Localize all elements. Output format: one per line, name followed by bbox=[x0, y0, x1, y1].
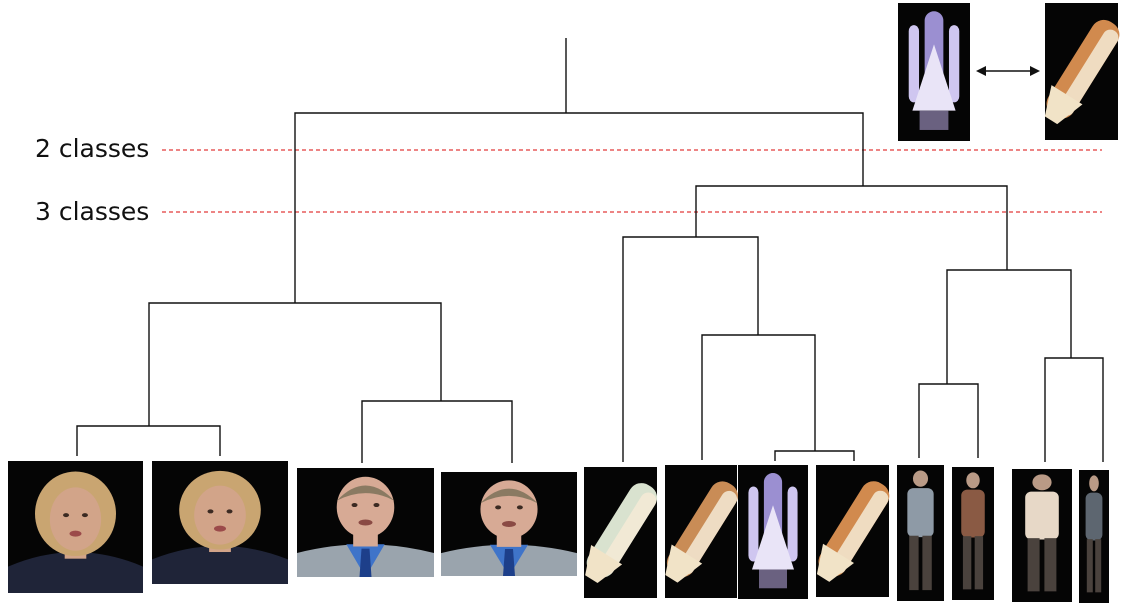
two-classes-label: 2 classes bbox=[35, 134, 149, 163]
shuttle-body bbox=[585, 483, 658, 584]
orbiter-shape bbox=[816, 543, 854, 582]
booster-shape bbox=[678, 490, 737, 575]
orbiter-shape bbox=[1044, 85, 1083, 125]
torso-shape bbox=[1025, 491, 1059, 540]
tie-shape bbox=[503, 548, 515, 576]
face-shape bbox=[194, 485, 246, 545]
inset-comparison bbox=[898, 3, 1120, 141]
head-shape bbox=[1032, 474, 1052, 491]
mouth-shape bbox=[69, 530, 82, 537]
leaf-thumbnail bbox=[1012, 469, 1072, 602]
head-shape bbox=[1089, 475, 1099, 492]
orbiter-shape bbox=[665, 544, 703, 583]
eye-shape bbox=[516, 505, 523, 510]
tie-shape bbox=[359, 548, 372, 577]
head-shape bbox=[966, 472, 980, 489]
tree-link bbox=[294, 112, 864, 303]
face-shape bbox=[49, 487, 102, 551]
jacket-shape bbox=[8, 552, 143, 593]
leg-shape bbox=[909, 535, 919, 591]
tree-link bbox=[622, 236, 759, 462]
jacket-shape bbox=[152, 545, 288, 584]
torso-shape bbox=[961, 489, 985, 538]
tree-link bbox=[1044, 357, 1104, 462]
eye-shape bbox=[373, 503, 380, 508]
tree-link bbox=[695, 185, 1008, 270]
leg-shape bbox=[1095, 539, 1102, 593]
leaf-thumbnail bbox=[584, 467, 658, 598]
leaf-thumbnail bbox=[665, 465, 738, 598]
booster-shape bbox=[748, 486, 759, 562]
tree-link bbox=[361, 400, 513, 463]
torso-shape bbox=[907, 488, 934, 538]
leg-shape bbox=[1027, 538, 1040, 592]
eye-shape bbox=[63, 513, 70, 518]
class-cut-lines bbox=[162, 149, 1102, 213]
tree-link bbox=[774, 450, 855, 461]
leg-shape bbox=[962, 536, 972, 590]
leaf-thumbnail bbox=[152, 461, 288, 584]
leaf-thumbnail bbox=[297, 468, 434, 577]
mouth-shape bbox=[502, 521, 516, 527]
tree-link bbox=[76, 425, 221, 456]
booster-shape bbox=[598, 492, 657, 575]
eye-shape bbox=[81, 513, 88, 518]
leg-shape bbox=[1044, 538, 1057, 592]
leg-shape bbox=[1086, 539, 1093, 593]
eye-shape bbox=[207, 509, 214, 514]
leg-shape bbox=[922, 535, 932, 591]
eye-shape bbox=[495, 505, 502, 510]
leaf-thumbnail bbox=[1079, 470, 1109, 603]
booster-shape bbox=[830, 490, 889, 574]
booster-shape bbox=[1058, 29, 1119, 116]
engine-shape bbox=[759, 569, 787, 589]
hair-shape bbox=[336, 485, 395, 501]
dendrogram-tree bbox=[76, 38, 1104, 463]
leaf-thumbnail bbox=[952, 467, 994, 600]
eye-shape bbox=[351, 503, 358, 508]
orbiter-shape bbox=[585, 545, 623, 584]
hair-shape bbox=[480, 488, 538, 504]
head-shape bbox=[912, 470, 929, 487]
orbiter-shape bbox=[752, 505, 794, 570]
booster-shape bbox=[948, 25, 960, 103]
torso-shape bbox=[1085, 492, 1103, 541]
leaf-thumbnail bbox=[816, 465, 890, 597]
mouth-shape bbox=[358, 519, 373, 526]
tree-link bbox=[701, 334, 816, 460]
booster-shape bbox=[908, 25, 920, 103]
booster-shape bbox=[787, 486, 798, 562]
leaf-thumbnail bbox=[8, 461, 143, 593]
inset-shuttle-left bbox=[898, 3, 970, 141]
leg-shape bbox=[974, 536, 984, 590]
eye-shape bbox=[226, 509, 233, 514]
shuttle-body bbox=[1044, 19, 1120, 125]
shuttle-body bbox=[816, 481, 890, 582]
engine-shape bbox=[919, 110, 949, 130]
leaf-thumbnails bbox=[8, 461, 1109, 603]
mouth-shape bbox=[214, 525, 226, 532]
three-classes-label: 3 classes bbox=[35, 197, 149, 226]
orbiter-shape bbox=[912, 44, 956, 111]
leaf-thumbnail bbox=[897, 465, 944, 601]
tree-link bbox=[946, 269, 1072, 384]
tree-link bbox=[918, 383, 979, 458]
leaf-thumbnail bbox=[441, 472, 577, 576]
shuttle-body bbox=[665, 481, 738, 583]
leaf-thumbnail bbox=[738, 465, 808, 599]
inset-shuttle-right bbox=[1044, 3, 1120, 140]
tree-link bbox=[148, 302, 442, 426]
